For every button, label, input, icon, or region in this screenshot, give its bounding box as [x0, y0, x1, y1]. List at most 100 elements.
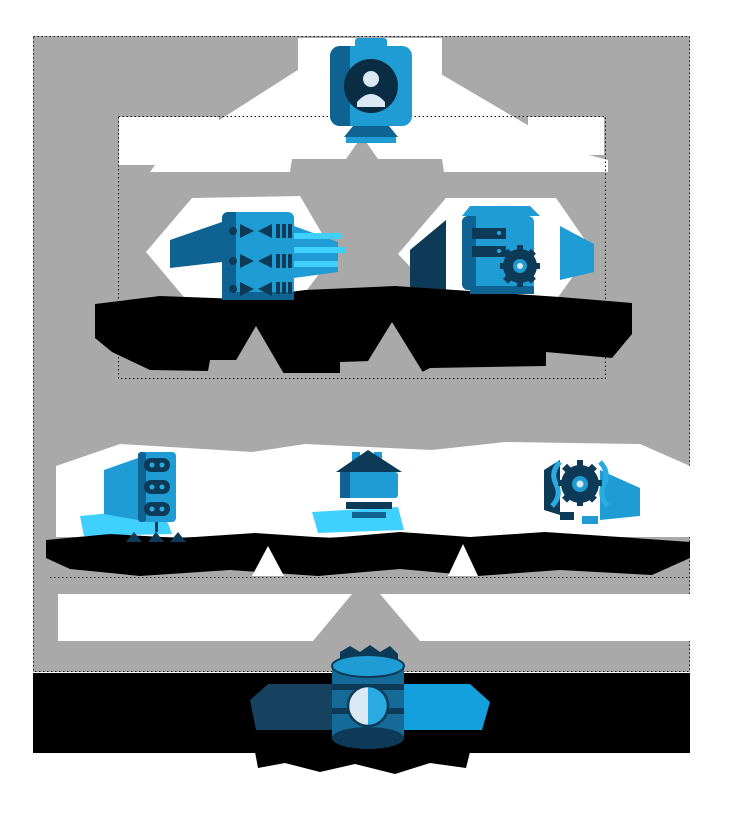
person-shoulders	[357, 94, 385, 107]
db-top	[331, 654, 405, 678]
operator-monitor-icon: operator-monitor-icon	[330, 38, 412, 143]
switch-row-1	[229, 224, 292, 238]
db-sphere-ring	[346, 684, 390, 728]
server-cap	[462, 206, 540, 216]
person-head	[363, 71, 379, 87]
notch-white-2	[448, 544, 478, 576]
bay-led	[497, 249, 501, 253]
arrow-left	[258, 224, 272, 238]
rack-foot-3	[170, 532, 186, 542]
halo-box-corner-right	[528, 117, 604, 155]
monitor-base	[346, 137, 396, 143]
gateway-roof	[336, 450, 402, 472]
gateway-body	[340, 472, 398, 498]
bay-led	[497, 231, 501, 235]
glow-cyan-stripe-2	[294, 247, 346, 253]
port-bar	[282, 254, 286, 268]
rack-led	[159, 484, 165, 490]
rack-slot-3	[144, 502, 170, 516]
notch-gray-1	[228, 326, 284, 374]
notch-white-1	[252, 546, 284, 576]
brace-left	[550, 460, 562, 508]
server-base	[470, 286, 534, 294]
mass-lower-notches	[252, 544, 478, 576]
db-sphere-half	[368, 686, 388, 726]
rack-foot-2	[148, 532, 164, 542]
glow-cyan-stripe-3	[294, 261, 338, 267]
port-bar	[276, 282, 280, 294]
gear-debris-1	[560, 512, 574, 520]
server-bay-2	[472, 246, 506, 257]
switch-row-3	[229, 282, 292, 296]
panel-dotted-border	[33, 36, 690, 672]
inner-dashed-box	[118, 116, 606, 379]
database-icon: database-icon	[331, 645, 405, 749]
halo-connector-right	[380, 594, 690, 641]
gateway-bar-2	[352, 512, 386, 518]
arrow-left	[258, 254, 272, 268]
brace-right	[598, 460, 610, 508]
gateway-bar-1	[346, 502, 392, 509]
rack-led	[159, 506, 165, 512]
rack-stem	[155, 522, 158, 532]
db-bottom	[332, 727, 404, 749]
rack-led	[149, 484, 155, 490]
server-gear	[500, 245, 540, 287]
gateway-antenna-1	[352, 452, 360, 464]
gear-tooth	[577, 460, 583, 468]
port-bar	[288, 254, 292, 268]
port-bar	[288, 282, 292, 294]
rack-slot-2	[144, 480, 170, 494]
port-bar	[282, 224, 286, 238]
port-led	[229, 227, 237, 235]
mass-middle-band: large jagged black mass	[95, 286, 632, 374]
server-bay-1	[472, 228, 506, 239]
server-gear-icon: server-gear-icon	[462, 206, 540, 294]
gateway-shade	[340, 472, 350, 498]
halo-connector-left	[58, 594, 352, 641]
notch-gray-2	[360, 322, 424, 374]
port-bar	[282, 282, 286, 294]
server-rack-icon: server-rack-icon	[126, 452, 186, 542]
rack-led	[159, 462, 165, 468]
port-bar	[276, 254, 280, 268]
text-smudge-top-label: gray smudge band with center peak	[290, 136, 444, 172]
rack-led	[149, 462, 155, 468]
glow-rack-side	[104, 458, 138, 520]
gear-hub	[517, 263, 523, 269]
text-smudge-bottom-caption: black smudge fragments	[255, 752, 470, 774]
connector-triangle	[290, 595, 440, 668]
halo-below-bar	[33, 756, 690, 826]
port-led	[229, 257, 237, 265]
database-assembly: database-icon	[250, 645, 490, 749]
gear-debris-2	[582, 516, 598, 524]
glow-cyan-stripe-1	[294, 233, 342, 239]
arrow-left	[258, 282, 272, 296]
monitor-stand	[344, 126, 398, 137]
arrow-right	[240, 224, 254, 238]
settings-gear-icon: settings-gear-icon	[550, 460, 610, 524]
switch-row-2	[229, 254, 292, 268]
glow-gear-right	[600, 470, 640, 520]
mass-lower-band: large jagged black mass	[46, 532, 690, 576]
port-led	[229, 285, 237, 293]
glow-switch-left	[170, 222, 222, 268]
mass-middle-notches	[228, 322, 424, 374]
port-bar	[288, 224, 292, 238]
gear-hub	[576, 480, 584, 488]
monitor-shade	[330, 46, 350, 126]
gateway-device-icon: gateway-device-icon	[336, 450, 402, 518]
rack-foot-1	[126, 532, 142, 542]
db-wing-left	[250, 684, 344, 730]
rack-led	[149, 506, 155, 512]
glow-server-right	[560, 226, 594, 280]
rack-slot-1	[144, 458, 170, 472]
port-bar	[276, 224, 280, 238]
arrow-right	[240, 254, 254, 268]
switch-bottom-shade	[222, 292, 294, 300]
halo-box-corner-left	[119, 117, 219, 165]
rack-shade	[138, 452, 146, 522]
network-switch-icon: network-switch-icon	[222, 212, 294, 300]
